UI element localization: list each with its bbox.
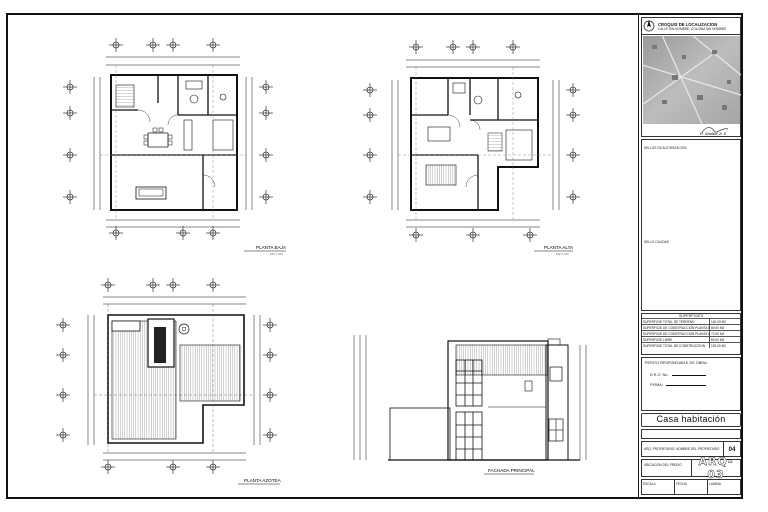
map-signature: R. Madrid Jr. 8 [700, 131, 727, 136]
stamps-label: SELLOS DE AUTORIZACION [644, 146, 687, 150]
stamps-box: SELLOS DE AUTORIZACION SELLO CALIDAD [641, 139, 741, 311]
aerial-map-image: R. Madrid Jr. 8 [642, 35, 741, 136]
location-sketch-note: CALLE SIN NOMBRE, COLONIA SIN NOMBRE [658, 26, 727, 31]
title-block: CROQUIS DE LOCALIZACION CALLE SIN NOMBRE… [638, 15, 743, 497]
ground-floor-scale: ESC 1:100 [270, 252, 283, 256]
main-facade: FACHADA PRINCIPAL [353, 335, 587, 475]
location-label: UBICACION DEL PREDIO [644, 463, 682, 467]
signature-label: FIRMA: [650, 383, 663, 387]
drawing-sheet: PLANTA BAJA ESC 1:100 [6, 13, 743, 499]
drawing-code: ARQ-03 [698, 455, 734, 481]
date-label: FECHA [676, 482, 687, 486]
ground-floor-plan: PLANTA BAJA ESC 1:100 [62, 37, 287, 256]
drawing-code-box: UBICACION DEL PREDIO ARQ-03 [641, 455, 741, 481]
north-arrow-icon [643, 20, 655, 32]
stamp-label-2: SELLO CALIDAD [644, 240, 669, 244]
upper-floor-plan: PLANTA ALTA ESC 1:100 [362, 39, 581, 256]
scale-date-row: ESCALA FECHA LAMINA [641, 479, 741, 495]
project-name-box: Casa habitación [641, 413, 741, 427]
drawing-area: PLANTA BAJA ESC 1:100 [8, 15, 636, 497]
roof-plan-label: PLANTA AZOTEA [244, 478, 282, 483]
responsible-label: PERITO RESPONSABLE DE OBRA: [645, 361, 708, 365]
owner-label: ARQ. PROPIETARIO: NOMBRE DEL PROPIETARIO [644, 447, 720, 451]
sheet-number: 04 [723, 442, 740, 456]
project-name: Casa habitación [656, 414, 726, 424]
license-label: D.R.O. No. [650, 373, 669, 377]
location-sketch-box: CROQUIS DE LOCALIZACION CALLE SIN NOMBRE… [641, 17, 741, 137]
sheet-label: LAMINA [709, 482, 721, 486]
owner-box: ARQ. PROPIETARIO: NOMBRE DEL PROPIETARIO… [641, 441, 741, 457]
scale-label: ESCALA [643, 482, 656, 486]
roof-plan: PLANTA AZOTEA [55, 277, 282, 485]
responsible-box: PERITO RESPONSABLE DE OBRA: D.R.O. No. F… [641, 357, 741, 411]
facade-label: FACHADA PRINCIPAL [488, 468, 535, 473]
areas-title: SUPERFICIES [679, 314, 703, 318]
upper-floor-scale: ESC 1:100 [556, 252, 569, 256]
blank-row [641, 429, 741, 439]
upper-floor-label: PLANTA ALTA [544, 245, 574, 250]
location-sketch-title: CROQUIS DE LOCALIZACION [658, 21, 718, 27]
ground-floor-label: PLANTA BAJA [256, 245, 287, 250]
